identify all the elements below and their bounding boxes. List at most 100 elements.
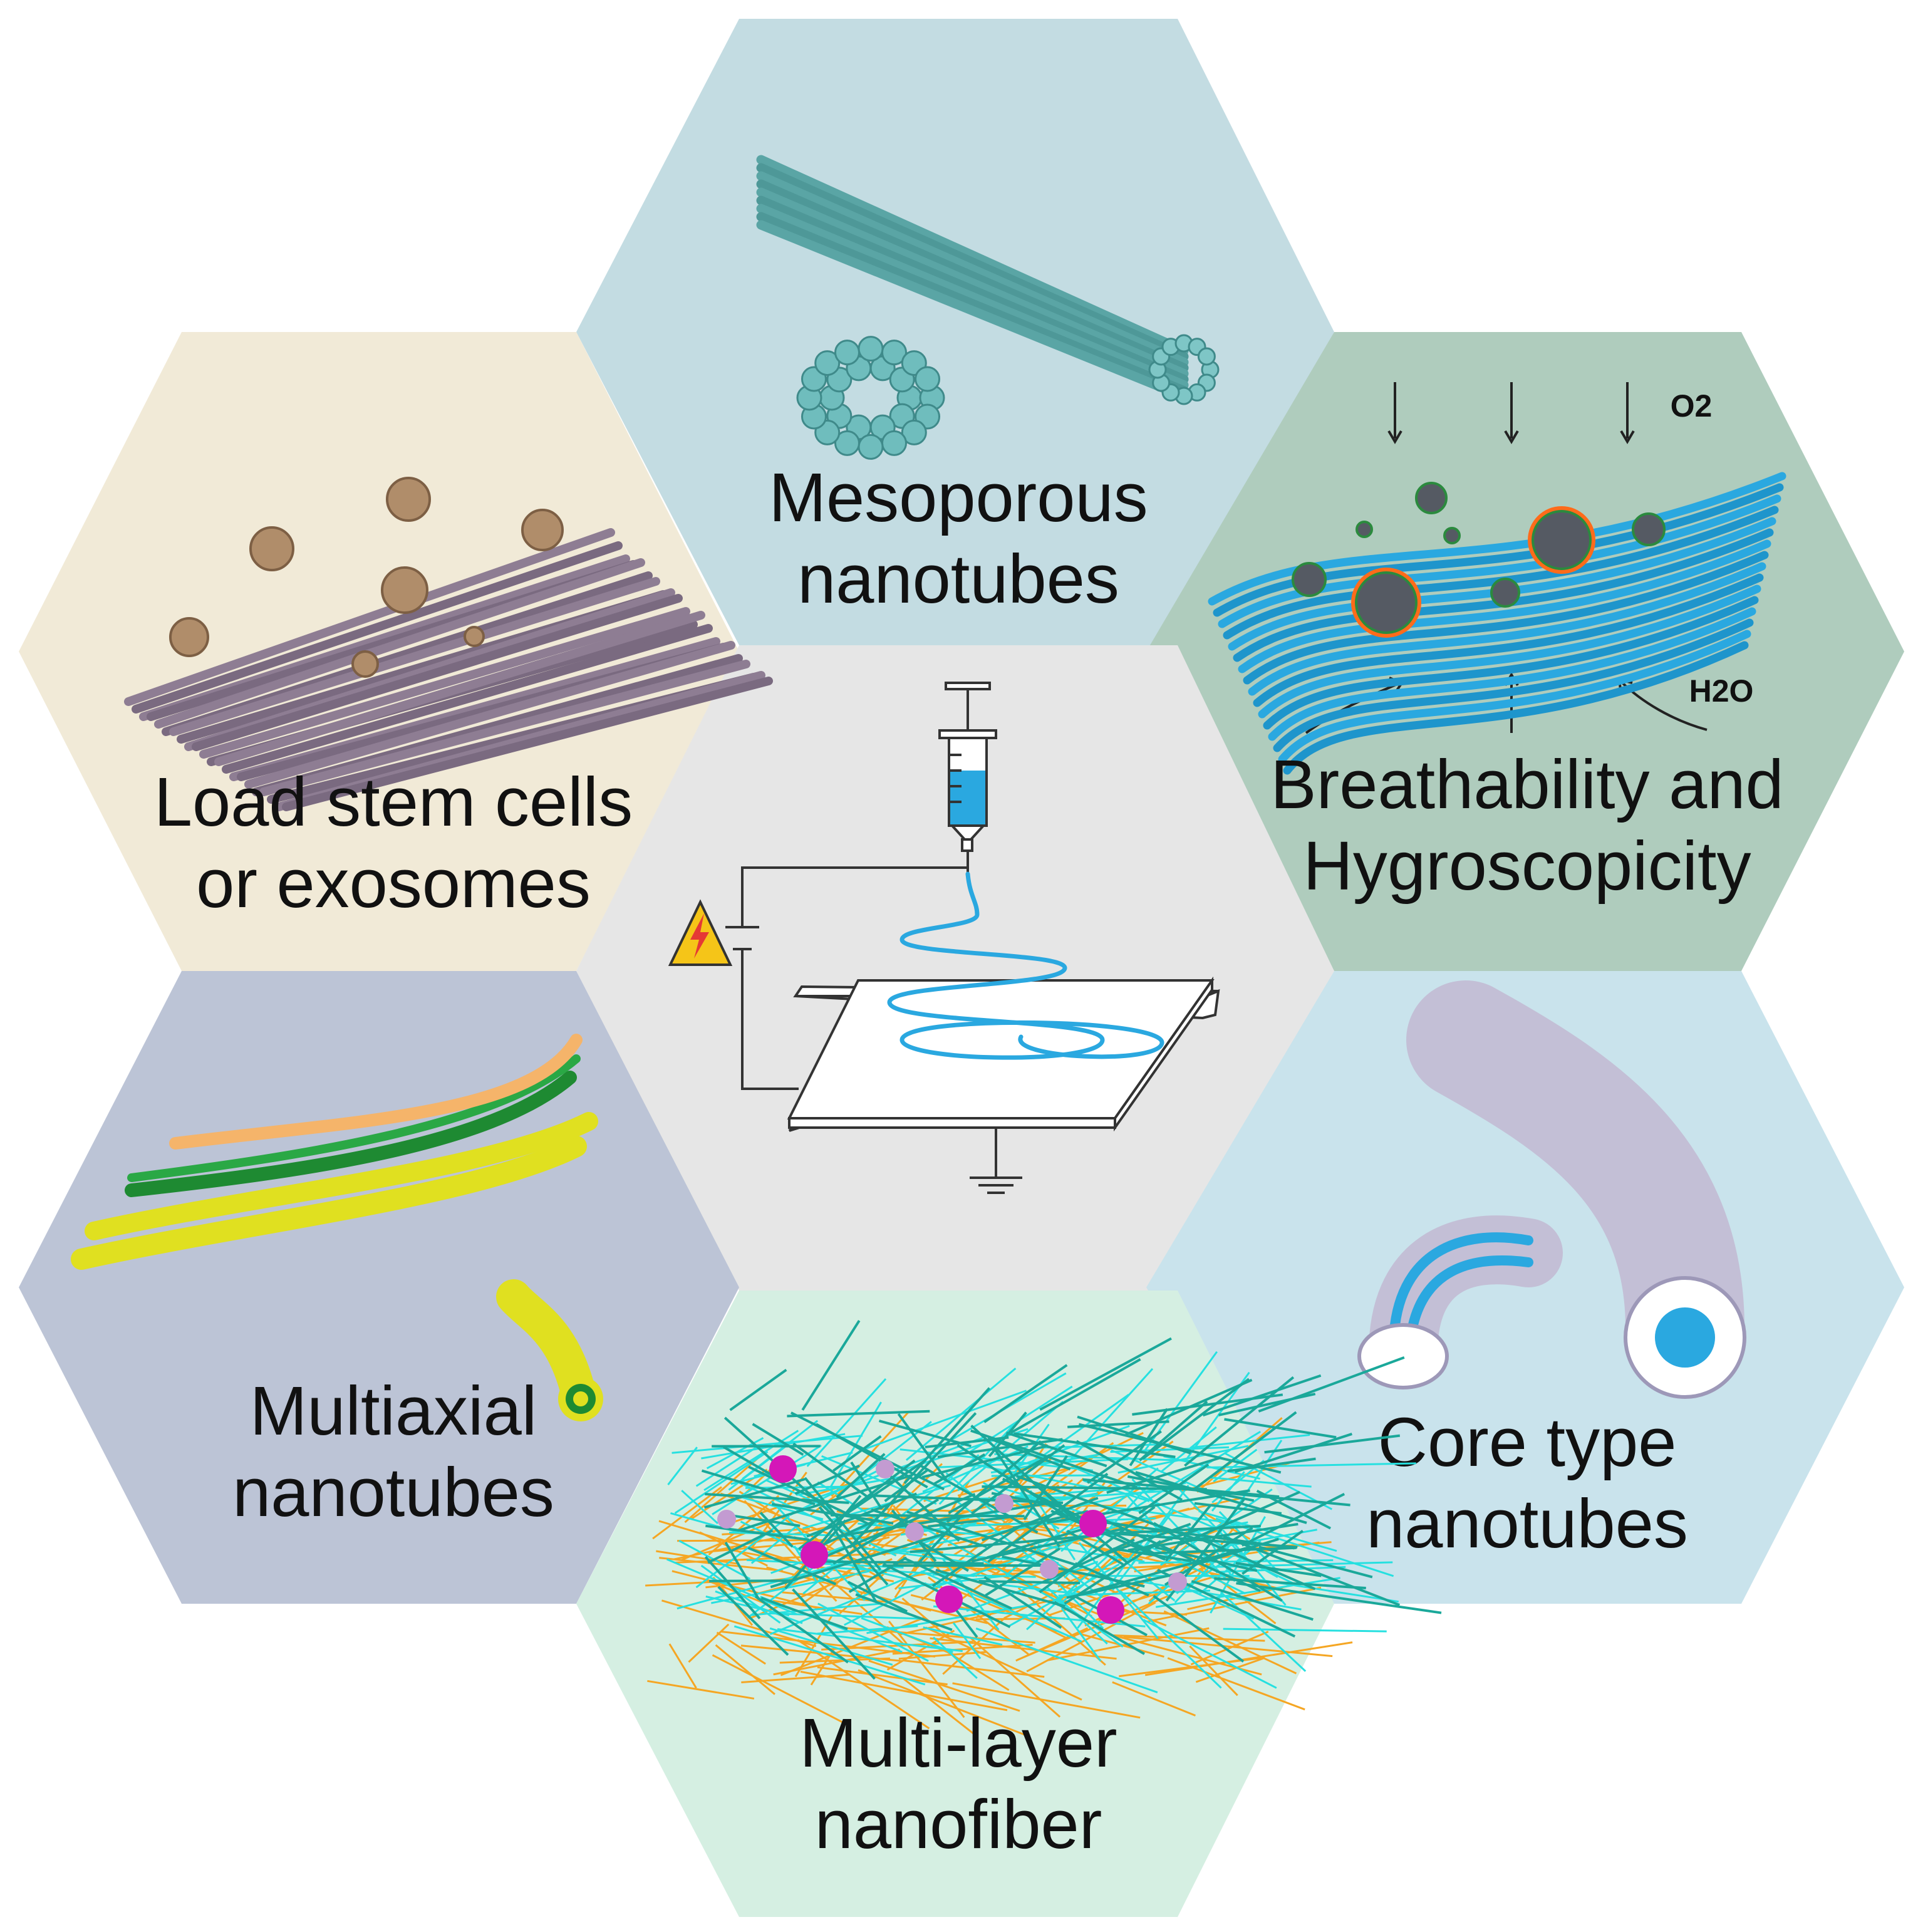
cyan-layer-fiber: [933, 1636, 978, 1680]
stem-cells-label-line2: or exosomes: [196, 845, 591, 922]
lilac-particle: [995, 1494, 1013, 1513]
teal-layer-fiber: [878, 1420, 972, 1448]
cyan-layer-fiber: [1213, 1448, 1258, 1483]
mesoporous-ring-rod: [858, 336, 884, 362]
teal-layer-fiber: [1083, 1545, 1251, 1595]
mesh-fiber: [1238, 539, 1771, 673]
cyan-layer-fiber: [703, 1430, 799, 1492]
teal-layer-fiber: [1076, 1440, 1183, 1502]
teal-layer-fiber: [970, 1429, 1138, 1489]
mesh-fiber: [1233, 528, 1774, 662]
teal-layer-fiber: [1078, 1423, 1282, 1474]
cyan-layer-fiber: [769, 1566, 935, 1636]
cyan-layer-fiber: [1198, 1510, 1337, 1552]
mesoporous-rod: [756, 195, 1189, 384]
multiaxial-label-line1: Multiaxial: [250, 1373, 537, 1450]
cyan-layer-fiber: [1210, 1516, 1266, 1614]
nanoparticle: [1490, 578, 1520, 608]
teal-layer-fiber: [1227, 1457, 1316, 1473]
orange-layer-fiber: [1022, 1431, 1144, 1493]
multiaxial-nanotubes-illustration: [71, 1034, 603, 1421]
mesh-fiber: [1283, 641, 1749, 775]
orange-layer-fiber: [898, 1651, 987, 1660]
teal-layer-fiber: [1153, 1522, 1283, 1602]
stem-cell: [381, 566, 428, 614]
teal-layer-fiber: [1125, 1378, 1253, 1436]
cyan-layer-fiber: [1215, 1517, 1394, 1577]
orange-layer-fiber: [720, 1630, 936, 1658]
teal-layer-fiber: [1256, 1490, 1332, 1530]
mesoporous-rod: [756, 220, 1189, 402]
teal-layer-fiber: [1234, 1433, 1352, 1473]
scaffold-rod: [244, 641, 735, 789]
teal-layer-fiber: [1264, 1434, 1401, 1454]
teal-layer-fiber: [1132, 1393, 1283, 1416]
orange-layer-fiber: [1123, 1636, 1333, 1658]
orange-layer-fiber: [903, 1678, 978, 1738]
cyan-layer-fiber: [712, 1444, 822, 1515]
scaffold-rod: [282, 677, 773, 811]
teal-layer-fiber: [1066, 1571, 1183, 1599]
scaffold-rod: [124, 528, 615, 706]
cyan-layer-fiber: [667, 1446, 698, 1486]
cyan-layer-fiber: [1066, 1368, 1154, 1464]
teal-layer-fiber: [1153, 1594, 1245, 1663]
stem-cells-label-line1: Load stem cells: [154, 764, 633, 841]
teal-layer-fiber: [760, 1597, 848, 1631]
mesoporous-nanotube-illustration: [756, 155, 1220, 460]
orange-layer-fiber: [661, 1599, 817, 1648]
lilac-particle: [1040, 1560, 1059, 1579]
teal-layer-fiber: [787, 1410, 930, 1418]
cyan-layer-fiber: [866, 1602, 1037, 1634]
cyan-layer-fiber: [1117, 1445, 1249, 1474]
orange-layer-fiber: [800, 1670, 1008, 1711]
teal-layer-fiber: [1235, 1562, 1322, 1577]
orange-layer-fiber: [715, 1644, 775, 1695]
teal-layer-fiber: [850, 1461, 883, 1510]
cyan-layer-fiber: [1155, 1577, 1340, 1608]
teal-layer-fiber: [801, 1320, 861, 1411]
ground-icon: [970, 1128, 1022, 1194]
mesh-fiber: [1228, 517, 1776, 651]
teal-layer-fiber: [903, 1387, 991, 1485]
teal-layer-fiber: [798, 1459, 916, 1550]
orange-layer-fiber: [810, 1646, 836, 1686]
orange-layer-fiber: [658, 1520, 814, 1569]
teal-layer-fiber: [982, 1485, 1207, 1491]
teal-layer-fiber: [1105, 1531, 1298, 1549]
teal-layer-fiber: [1193, 1411, 1297, 1490]
magenta-particle: [935, 1586, 963, 1613]
mesoporous-label-line1: Mesoporous: [769, 459, 1148, 536]
mesh-fiber: [1248, 562, 1766, 696]
multi-layer-nanofiber-illustration: [645, 1320, 1442, 1738]
cyan-layer-fiber: [1119, 1590, 1222, 1689]
cyan-layer-fiber: [734, 1625, 926, 1686]
teal-layer-fiber: [812, 1493, 976, 1563]
teal-layer-fiber: [1195, 1537, 1279, 1566]
cyan-layer-fiber: [769, 1612, 921, 1620]
orange-layer-fiber: [942, 1617, 1005, 1675]
mesh-fiber: [1273, 618, 1754, 752]
cyan-layer-fiber: [738, 1481, 897, 1557]
down-arrow-head: [1387, 430, 1402, 444]
o2-label: O2: [1671, 388, 1713, 423]
cyan-layer-fiber: [676, 1562, 845, 1610]
teal-layer-fiber: [914, 1517, 961, 1568]
orange-layer-fiber: [647, 1680, 755, 1700]
nanoparticle: [1415, 482, 1448, 514]
mesoporous-rod-end: [1197, 347, 1216, 366]
teal-layer-fiber: [818, 1506, 889, 1586]
teal-layer-fiber: [1258, 1356, 1405, 1413]
cyan-layer-fiber: [1174, 1582, 1255, 1620]
cyan-layer-fiber: [994, 1453, 1191, 1462]
orange-layer-fiber: [930, 1637, 1117, 1660]
orange-layer-fiber: [708, 1495, 780, 1555]
cyan-layer-fiber: [952, 1622, 982, 1659]
mesh-fiber: [1253, 573, 1764, 707]
orange-layer-fiber: [817, 1666, 948, 1686]
teal-layer-fiber: [1064, 1540, 1162, 1605]
orange-layer-fiber: [888, 1620, 965, 1718]
magenta-particle: [1097, 1596, 1124, 1624]
down-arrow-head: [1504, 430, 1519, 444]
nanoparticle: [1292, 562, 1327, 597]
